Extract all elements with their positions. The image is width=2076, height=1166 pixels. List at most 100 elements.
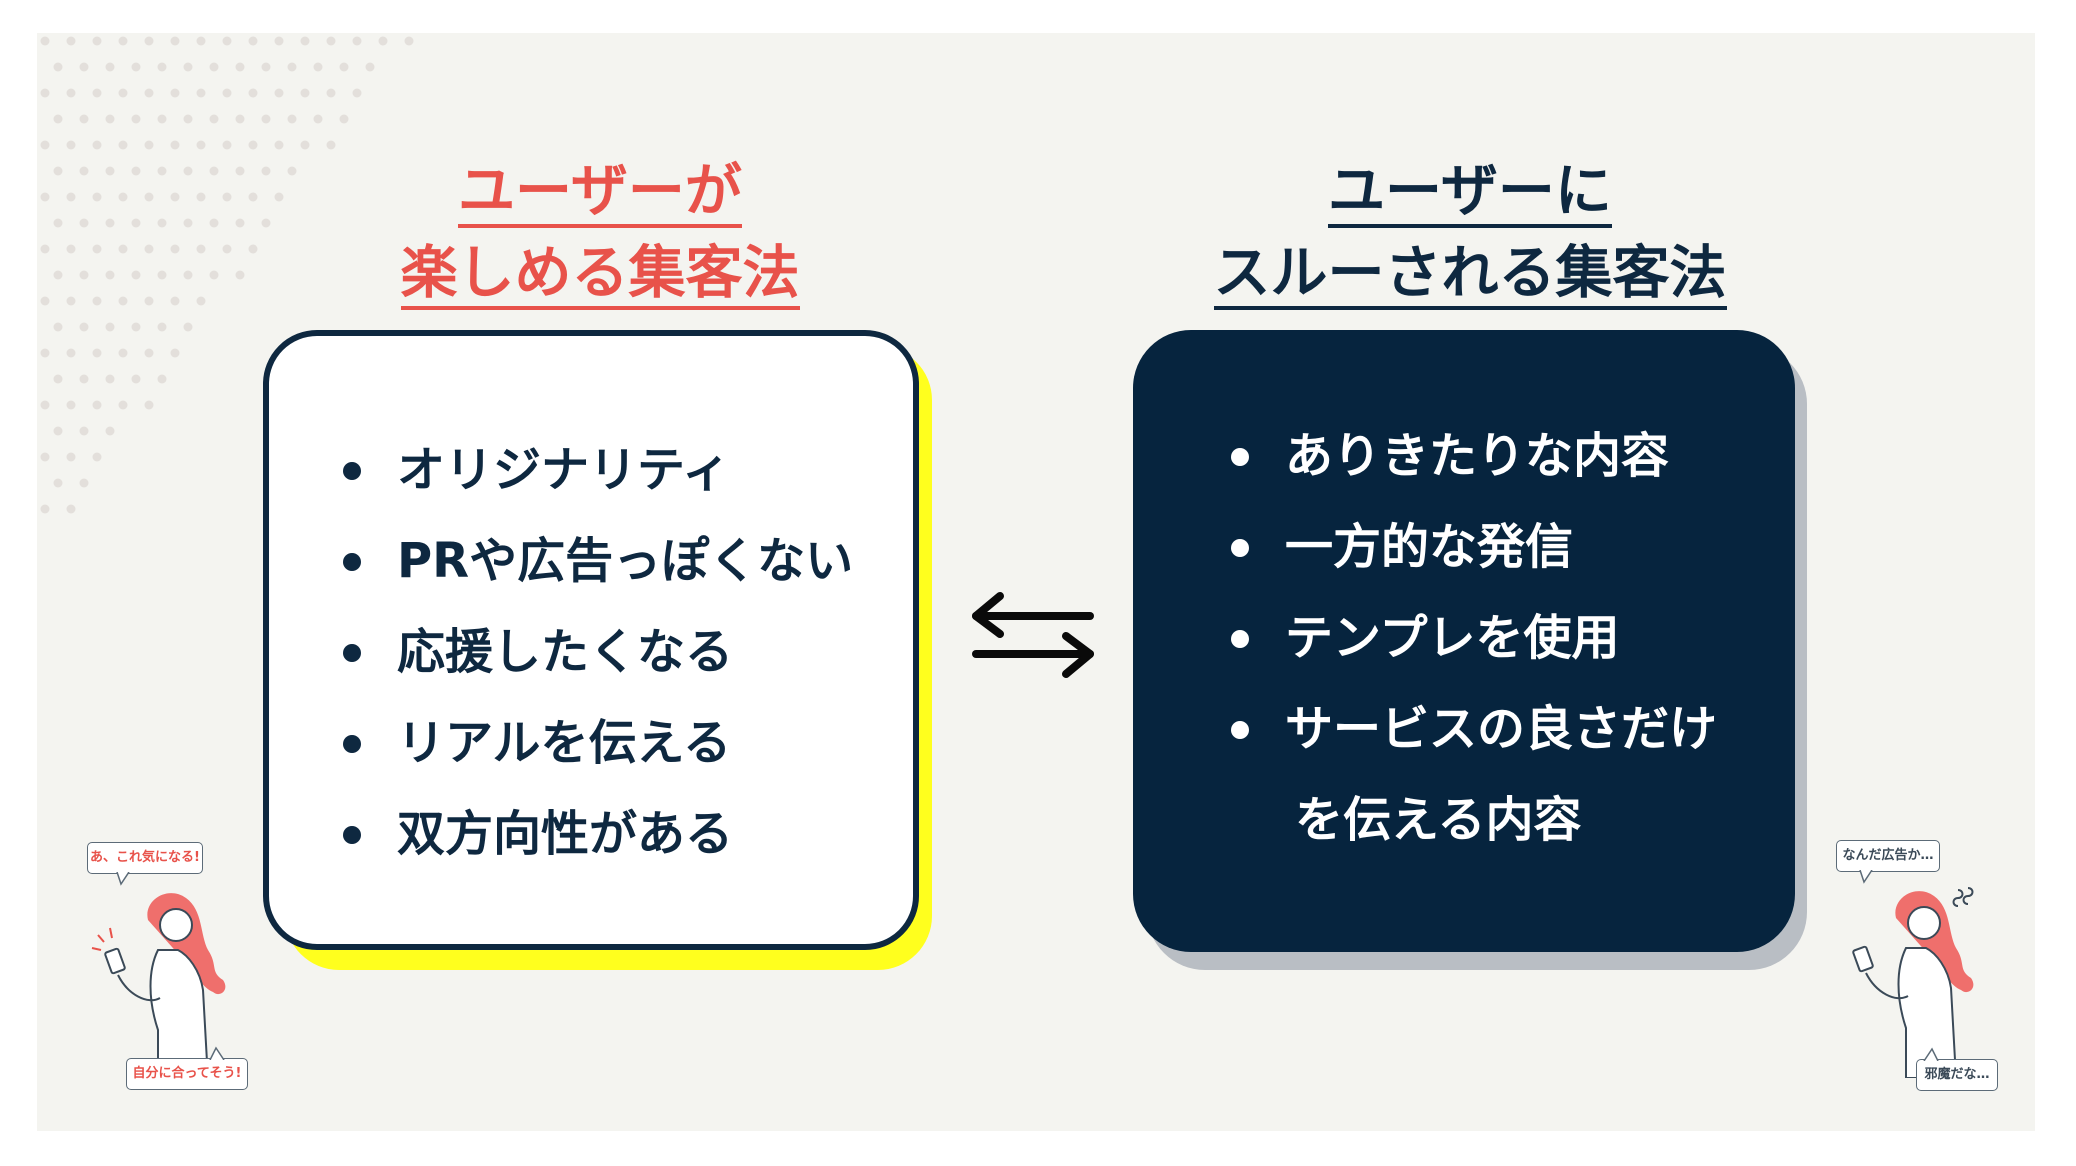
list-item: サービスの良さだけ bbox=[1231, 684, 1717, 775]
decorative-dot bbox=[404, 36, 414, 46]
decorative-dot bbox=[183, 218, 193, 228]
decorative-dot bbox=[118, 348, 128, 358]
decorative-dot bbox=[326, 36, 336, 46]
decorative-dot bbox=[157, 114, 167, 124]
list-item: テンプレを使用 bbox=[1231, 593, 1717, 684]
decorative-dot bbox=[222, 88, 232, 98]
decorative-dot bbox=[92, 36, 102, 46]
decorative-dot bbox=[326, 140, 336, 150]
decorative-dot bbox=[92, 452, 102, 462]
decorative-dot bbox=[131, 218, 141, 228]
decorative-dot bbox=[196, 88, 206, 98]
decorative-dot bbox=[131, 270, 141, 280]
decorative-dot bbox=[352, 88, 362, 98]
decorative-dot bbox=[157, 218, 167, 228]
decorative-dot bbox=[92, 192, 102, 202]
decorative-dot bbox=[66, 296, 76, 306]
decorative-dot bbox=[105, 426, 115, 436]
girl-happy-illustration bbox=[91, 893, 226, 1080]
right-heading: ユーザーに スルーされる集客法 bbox=[1130, 150, 1810, 314]
decorative-dot bbox=[53, 426, 63, 436]
decorative-dot bbox=[40, 296, 50, 306]
list-item: 応援したくなる bbox=[343, 607, 853, 698]
decorative-dot bbox=[274, 192, 284, 202]
decorative-dot bbox=[157, 374, 167, 384]
decorative-dot bbox=[248, 88, 258, 98]
right-heading-line2: スルーされる集客法 bbox=[1213, 240, 1727, 310]
decorative-dot bbox=[92, 244, 102, 254]
decorative-dot bbox=[235, 166, 245, 176]
list-item: オリジナリティ bbox=[343, 425, 853, 516]
decorative-dot bbox=[157, 166, 167, 176]
decorative-dot bbox=[170, 140, 180, 150]
decorative-dot bbox=[144, 88, 154, 98]
decorative-dot bbox=[196, 36, 206, 46]
decorative-dot bbox=[66, 348, 76, 358]
decorative-dot bbox=[287, 62, 297, 72]
decorative-dot bbox=[105, 374, 115, 384]
decorative-dot bbox=[274, 88, 284, 98]
decorative-dot bbox=[40, 36, 50, 46]
decorative-dot bbox=[105, 322, 115, 332]
decorative-dot bbox=[92, 88, 102, 98]
left-bubble-bottom: 自分に合ってそう! bbox=[126, 1058, 248, 1090]
decorative-dot bbox=[79, 270, 89, 280]
list-item: リアルを伝える bbox=[343, 698, 853, 789]
decorative-dot bbox=[313, 114, 323, 124]
decorative-dot bbox=[131, 374, 141, 384]
left-heading-line1: ユーザーが bbox=[458, 158, 742, 228]
left-list: オリジナリティ PRや広告っぽくない 応援したくなる リアルを伝える 双方向性が… bbox=[343, 425, 853, 880]
decorative-dot bbox=[248, 140, 258, 150]
decorative-dot bbox=[209, 270, 219, 280]
left-bubble-bottom-tail bbox=[209, 1046, 225, 1060]
right-bubble-top: なんだ広告か… bbox=[1836, 840, 1940, 872]
decorative-dot bbox=[157, 322, 167, 332]
decorative-dot bbox=[248, 244, 258, 254]
decorative-dot bbox=[40, 504, 50, 514]
decorative-dot bbox=[118, 400, 128, 410]
decorative-dot bbox=[40, 452, 50, 462]
decorative-dot bbox=[66, 400, 76, 410]
decorative-dot bbox=[235, 218, 245, 228]
decorative-dot bbox=[313, 62, 323, 72]
decorative-dot bbox=[378, 36, 388, 46]
decorative-dot bbox=[222, 140, 232, 150]
decorative-dot bbox=[196, 296, 206, 306]
decorative-dot bbox=[131, 166, 141, 176]
decorative-dot bbox=[131, 62, 141, 72]
decorative-dot bbox=[53, 62, 63, 72]
decorative-dot bbox=[92, 400, 102, 410]
right-bubble-bottom: 邪魔だな… bbox=[1916, 1059, 1998, 1091]
decorative-dot bbox=[105, 62, 115, 72]
decorative-dot bbox=[92, 140, 102, 150]
right-bubble-bottom-tail bbox=[1923, 1047, 1939, 1061]
decorative-dot bbox=[339, 62, 349, 72]
decorative-dot bbox=[365, 62, 375, 72]
decorative-dot bbox=[183, 62, 193, 72]
girl-annoyed-illustration bbox=[1852, 887, 1974, 1078]
decorative-dot bbox=[66, 452, 76, 462]
decorative-dot bbox=[53, 218, 63, 228]
decorative-dot bbox=[40, 192, 50, 202]
list-item: 双方向性がある bbox=[343, 789, 853, 880]
decorative-dot bbox=[53, 270, 63, 280]
decorative-dot bbox=[66, 88, 76, 98]
decorative-dot bbox=[79, 62, 89, 72]
decorative-dot bbox=[287, 166, 297, 176]
decorative-dot bbox=[79, 166, 89, 176]
decorative-dot bbox=[222, 192, 232, 202]
list-item: 一方的な発信 bbox=[1231, 502, 1717, 593]
list-item: PRや広告っぽくない bbox=[343, 516, 853, 607]
decorative-dot bbox=[196, 140, 206, 150]
decorative-dot bbox=[209, 166, 219, 176]
decorative-dot bbox=[40, 88, 50, 98]
decorative-dot bbox=[183, 270, 193, 280]
decorative-dot bbox=[53, 478, 63, 488]
decorative-dot bbox=[222, 36, 232, 46]
decorative-dot bbox=[66, 140, 76, 150]
decorative-dot bbox=[144, 140, 154, 150]
decorative-dot bbox=[339, 114, 349, 124]
decorative-dot bbox=[274, 140, 284, 150]
decorative-dot bbox=[170, 36, 180, 46]
decorative-dot bbox=[92, 296, 102, 306]
